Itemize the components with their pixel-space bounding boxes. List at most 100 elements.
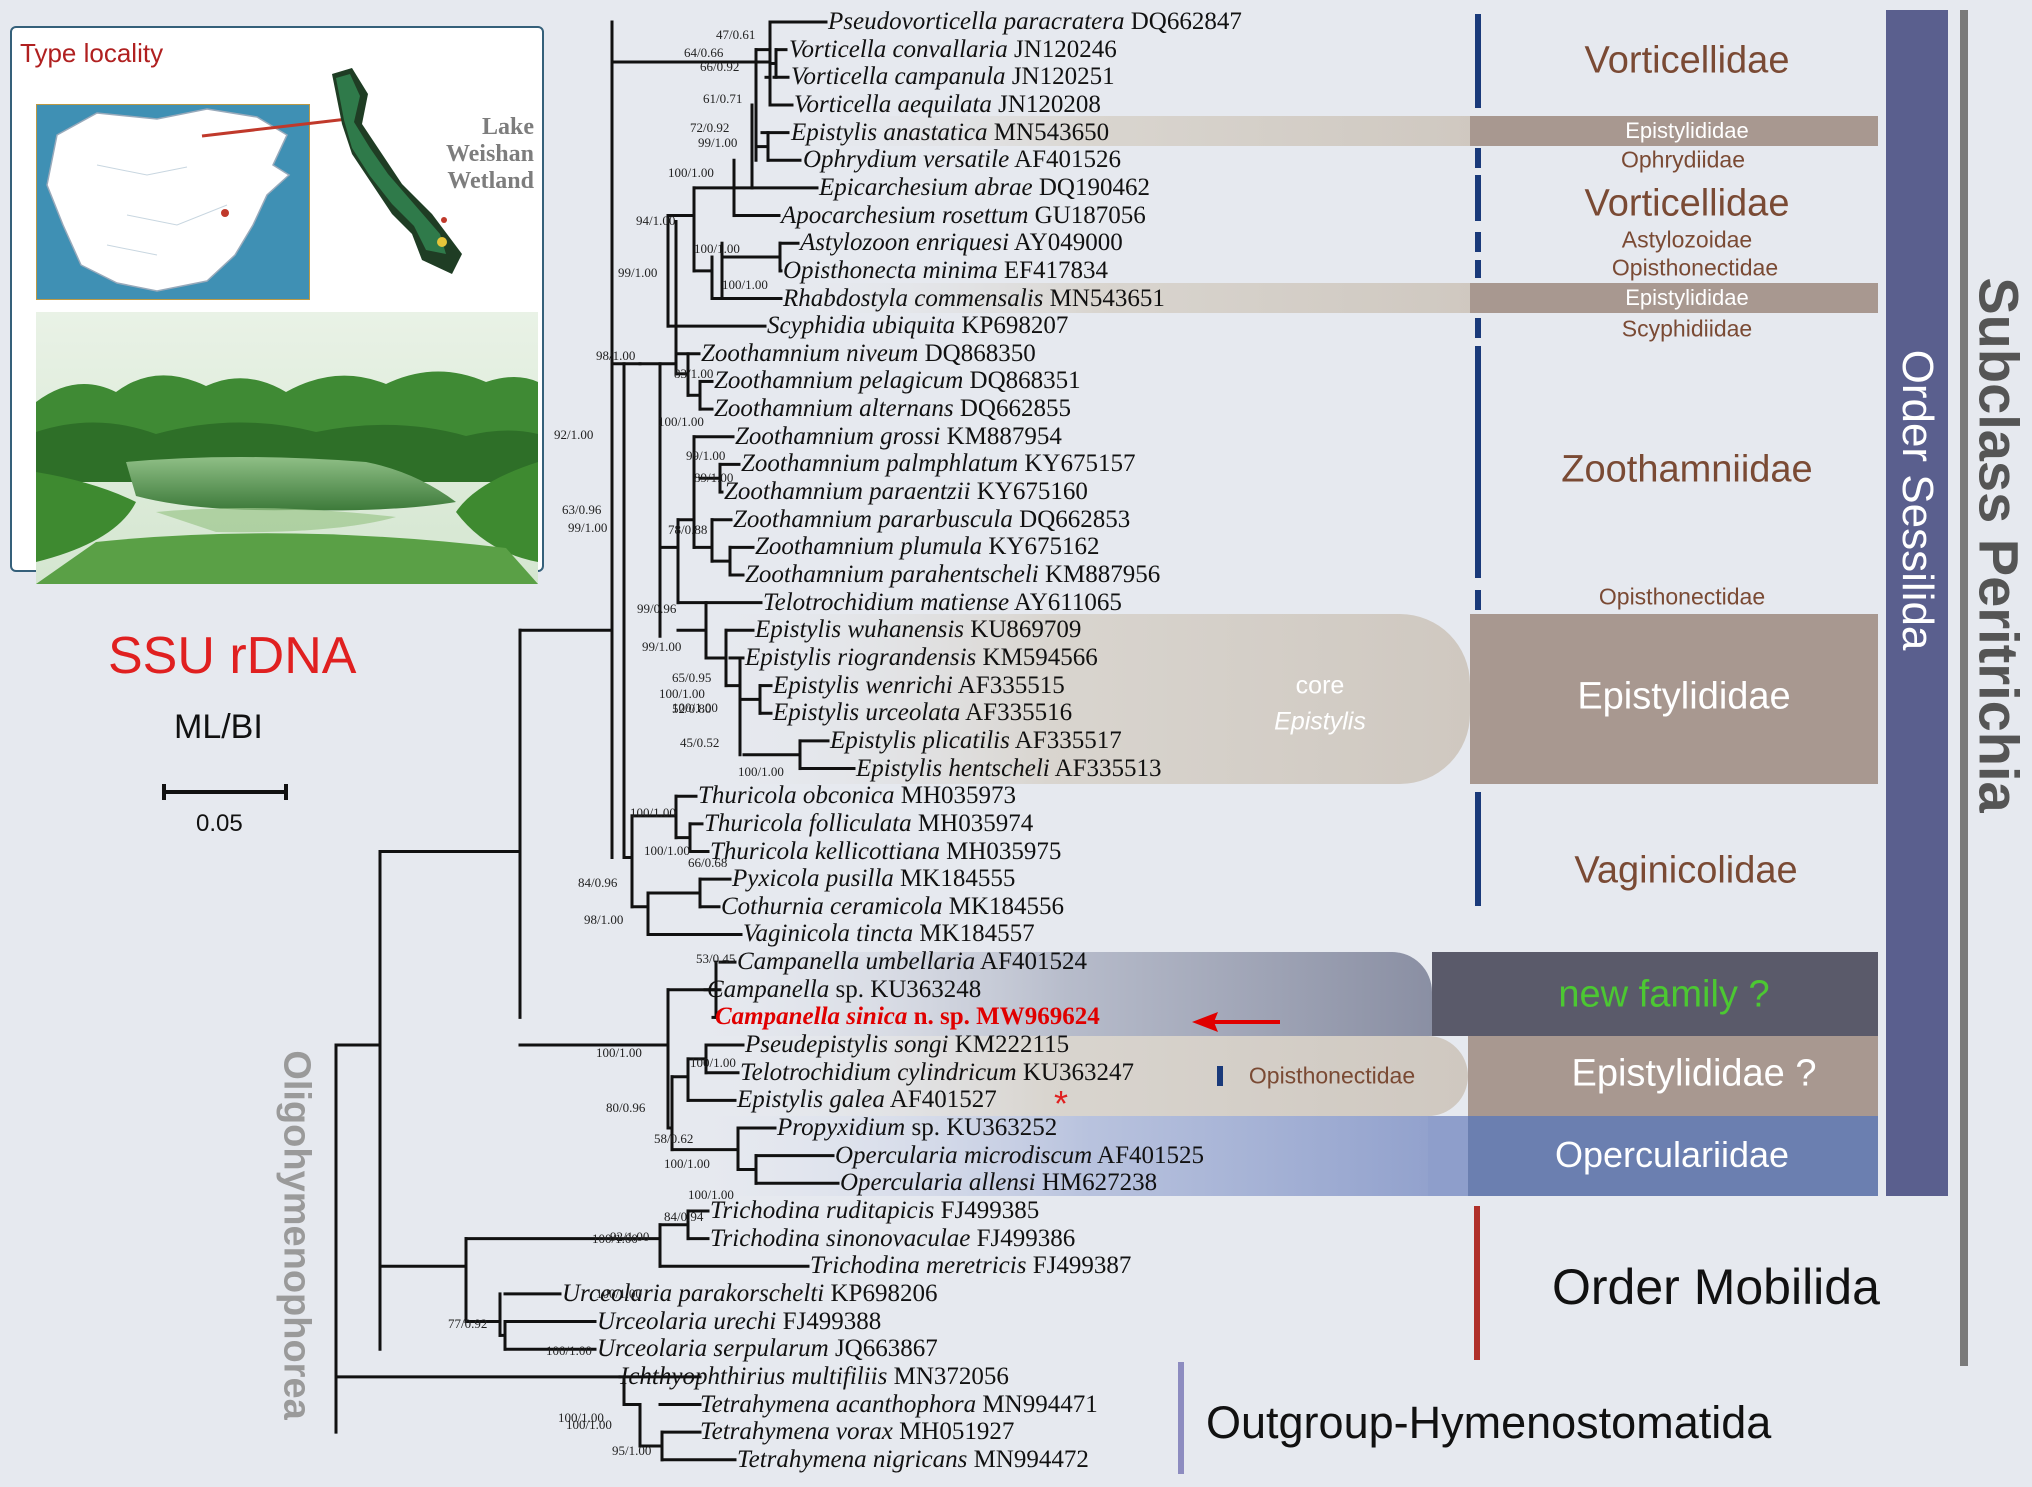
support-value: 100/1.00 <box>664 1156 710 1171</box>
accession-number: FJ499387 <box>1026 1252 1132 1280</box>
band-operculariidae-cap <box>1428 1116 1468 1196</box>
accession-number: MH035974 <box>911 809 1034 837</box>
family-opisthonectidae-3: Opisthonectidae <box>1248 1062 1416 1089</box>
support-value: 53/0.45 <box>696 951 736 966</box>
taxon-label: Vorticella aequilata JN120208 <box>794 91 1101 119</box>
taxon-label: Epistylis wuhanensis KU869709 <box>755 616 1081 644</box>
band-epistylididae-q <box>700 1036 1468 1116</box>
support-value: 100/1.00 <box>658 414 704 429</box>
taxon-name: Epistylis hentscheli <box>856 754 1050 782</box>
support-value: 80/0.96 <box>606 1100 646 1115</box>
support-value: 100/1.00 <box>592 1231 638 1246</box>
taxon-label: Telotrochidium cylindricum KU363247 <box>740 1059 1134 1087</box>
accession-number: DQ662855 <box>953 395 1071 423</box>
taxon-name: Epistylis wuhanensis <box>755 616 965 644</box>
support-value: 98/1.00 <box>584 912 624 927</box>
taxon-name: Tetrahymena nigricans <box>737 1445 968 1473</box>
accession-number: MN372056 <box>887 1362 1009 1390</box>
bar-vaginicolidae <box>1475 792 1481 906</box>
accession-number: JN120251 <box>1005 63 1115 91</box>
support-value: 89/1.00 <box>694 470 734 485</box>
accession-number: KY675160 <box>970 478 1088 506</box>
accession-number: DQ868350 <box>918 339 1036 367</box>
taxon-name: Zoothamnium plumula <box>755 533 983 561</box>
taxon-name: Trichodina sinonovaculae <box>710 1224 971 1252</box>
family-epistylididae-1: Epistylididae <box>1625 118 1749 143</box>
taxon-name: Zoothamnium parahentscheli <box>745 561 1039 588</box>
support-value: 78/0.88 <box>668 522 708 537</box>
lake-name: Lake Weishan Wetland <box>446 114 534 195</box>
accession-number: AY049000 <box>1009 229 1123 257</box>
taxon-label: Apocarchesium rosettum GU187056 <box>781 202 1146 230</box>
taxon-name: Opercularia microdiscum <box>835 1141 1093 1169</box>
support-value: 100/1.00 <box>558 1410 604 1425</box>
band-epistylididae-q-solid <box>1468 1036 1878 1116</box>
support-value: 95/1.00 <box>612 1443 652 1458</box>
support-value: 100/1.00 <box>694 241 740 256</box>
taxon-label: Tetrahymena nigricans MN994472 <box>737 1446 1089 1474</box>
accession-number: MN994472 <box>967 1445 1089 1473</box>
taxon-label: Thuricola obconica MH035973 <box>698 782 1016 810</box>
support-value: 47/0.61 <box>716 27 756 42</box>
taxon-label: Epistylis riograndensis KM594566 <box>745 644 1098 672</box>
family-epistylididae-2: Epistylididae <box>1625 285 1749 310</box>
taxon-label: Thuricola kellicottiana MH035975 <box>710 838 1061 866</box>
taxon-name: Campanella umbellaria <box>737 948 976 976</box>
taxon-label: Thuricola folliculata MH035974 <box>704 810 1033 838</box>
support-value: 100/1.00 <box>722 277 768 292</box>
support-value: 84/0.94 <box>664 1209 704 1224</box>
support-value: 100/1.00 <box>630 805 676 820</box>
family-vorticellidae: Vorticellidae <box>1584 39 1790 82</box>
accession-number: JN120208 <box>991 90 1101 118</box>
support-value: 100/1.00 <box>596 1286 642 1301</box>
lake-map <box>332 68 462 274</box>
band-core-epistylis <box>700 614 1470 784</box>
support-value: 65/0.95 <box>672 670 712 685</box>
support-value: 99/1.00 <box>698 135 738 150</box>
china-map <box>46 108 291 292</box>
taxon-label: Cothurnia ceramicola MK184556 <box>721 893 1064 921</box>
taxon-name: Urceolaria urechi <box>597 1307 777 1335</box>
accession-number: KM887956 <box>1038 561 1161 588</box>
taxon-label: Trichodina meretricis FJ499387 <box>810 1252 1131 1280</box>
taxon-name: Vorticella convallaria <box>789 35 1008 63</box>
taxon-label: Ichthyophthirius multifiliis MN372056 <box>620 1363 1009 1391</box>
taxon-name: Epistylis urceolata <box>773 699 961 727</box>
new-species-arrow <box>1192 1012 1280 1032</box>
family-opisthonectidae: Opisthonectidae <box>1611 254 1779 281</box>
taxon-label: Telotrochidium matiense AY611065 <box>763 589 1122 617</box>
accession-number: EF417834 <box>997 256 1109 284</box>
taxon-name: Tetrahymena vorax <box>700 1418 893 1446</box>
support-value: 66/0.68 <box>688 855 728 870</box>
support-value: 64/0.66 <box>684 45 724 60</box>
taxon-label: Epistylis wenrichi AF335515 <box>773 672 1065 700</box>
taxon-label: Astylozoon enriquesi AY049000 <box>800 229 1123 257</box>
order-outgroup: Outgroup-Hymenostomatida <box>1206 1397 1772 1448</box>
band-core-epistylis-solid <box>1470 614 1878 784</box>
taxon-name: Epistylis galea <box>737 1086 885 1114</box>
accession-number: AF401525 <box>1092 1141 1204 1169</box>
taxon-label: Pseudepistylis songi KM222115 <box>745 1031 1069 1059</box>
accession-number: KU869709 <box>964 616 1082 644</box>
accession-number: KP698207 <box>955 312 1069 340</box>
asterisk-mark: * <box>1054 1083 1069 1124</box>
bar-scyphidiidae <box>1475 318 1481 338</box>
accession-number: HM627238 <box>1035 1169 1158 1197</box>
bar-astylozoidae <box>1475 232 1481 252</box>
lake-line-3: Wetland <box>447 168 534 194</box>
taxon-name: Pseudepistylis songi <box>745 1031 949 1059</box>
bar-ophrydiidae <box>1475 148 1481 168</box>
band-epistylis-anastatica <box>780 116 1480 146</box>
accession-number: JN120246 <box>1007 35 1117 63</box>
bar-vorticellidae-2 <box>1475 175 1481 221</box>
bar-subclass-peritrichia <box>1960 10 1968 1366</box>
taxon-name: Zoothamnium grossi <box>735 422 941 450</box>
accession-number: MK184556 <box>942 892 1065 920</box>
support-value: 99/1.00 <box>642 639 682 654</box>
family-vorticellidae-2: Vorticellidae <box>1584 182 1790 225</box>
support-value: 100/1.00 <box>644 843 690 858</box>
support-value: 72/0.92 <box>690 120 730 135</box>
